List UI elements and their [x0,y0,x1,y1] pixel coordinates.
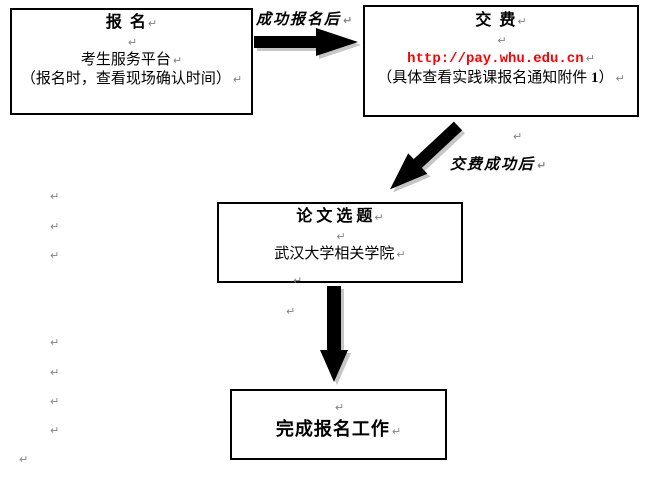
box-complete-title: 完成报名工作 [275,419,390,439]
pilcrow-mark: ↵ [343,14,355,27]
pilcrow-mark: ↵ [50,190,60,203]
arrow-down-icon [320,286,351,385]
box-payment-title: 交 费 [475,12,516,29]
pilcrow-mark: ↵ [172,54,183,67]
arrow-payment-label: 交费成功后↵ [450,153,548,174]
pilcrow-mark: ↵ [50,424,60,437]
box-payment-note-suffix: ） [598,70,614,86]
box-payment-title-line: 交 费↵ [365,10,637,32]
box-thesis-title-line: 论 文 选 题↵ [219,206,461,228]
box-registration-note: （报名时，查看现场确认时间） [20,71,231,87]
pilcrow-mark: ↵ [286,305,296,318]
empty-line: ↵ [232,399,445,416]
pilcrow-mark: ↵ [585,52,595,65]
arrow-down-left-icon [389,121,466,193]
empty-line: ↵ [219,228,461,245]
box-registration-platform-line: 考生服务平台↵ [12,51,251,70]
payment-url-link[interactable]: http://pay.whu.edu.cn [407,51,584,67]
pilcrow-mark: ↵ [334,401,345,414]
pilcrow-mark: ↵ [615,72,625,85]
box-thesis-topic: 论 文 选 题↵ ↵ 武汉大学相关学院↵ [217,202,463,283]
box-complete: ↵ 完成报名工作↵ [230,389,447,460]
box-registration: 报 名↵ ↵ 考生服务平台↵ （报名时，查看现场确认时间）↵ [10,8,253,115]
arrow-payment-label-text: 交费成功后 [450,157,536,173]
pilcrow-mark: ↵ [147,17,158,30]
box-payment: 交 费↵ ↵ http://pay.whu.edu.cn↵ （具体查看实践课报名… [363,5,639,117]
box-registration-platform: 考生服务平台 [80,52,171,68]
arrow-register-label-text: 成功报名后 [256,12,342,28]
pilcrow-mark: ↵ [513,130,523,143]
pilcrow-mark: ↵ [127,36,138,49]
pilcrow-mark: ↵ [374,211,384,224]
arrow-right-icon [254,28,361,59]
pilcrow-mark: ↵ [50,249,60,262]
box-thesis-title: 论 文 选 题 [296,208,373,225]
pilcrow-mark: ↵ [336,230,346,243]
box-registration-note-line: （报名时，查看现场确认时间）↵ [12,70,251,89]
empty-line: ↵ [365,32,637,49]
pilcrow-mark: ↵ [50,366,60,379]
arrow-register-label: 成功报名后↵ [256,8,354,29]
box-payment-note-number: 1 [587,70,599,86]
pilcrow-mark: ↵ [50,395,60,408]
pilcrow-mark: ↵ [19,453,29,466]
box-payment-note-line: （具体查看实践课报名通知附件 1）↵ [365,69,637,88]
box-complete-title-line: 完成报名工作↵ [232,416,445,445]
pilcrow-mark: ↵ [497,34,507,47]
pilcrow-mark: ↵ [396,248,406,261]
box-payment-url-line: http://pay.whu.edu.cn↵ [365,49,637,69]
box-thesis-detail-line: 武汉大学相关学院↵ [219,245,461,264]
empty-line: ↵ [12,34,251,51]
box-thesis-detail: 武汉大学相关学院 [274,246,395,262]
pilcrow-mark: ↵ [537,159,549,172]
box-payment-note-prefix: （具体查看实践课报名通知附件 [377,70,588,86]
box-registration-title: 报 名 [105,14,146,31]
pilcrow-mark: ↵ [293,274,303,287]
pilcrow-mark: ↵ [50,336,60,349]
pilcrow-mark: ↵ [517,15,527,28]
pilcrow-mark: ↵ [50,220,60,233]
pilcrow-mark: ↵ [391,425,402,438]
box-registration-title-line: 报 名↵ [12,12,251,34]
pilcrow-mark: ↵ [232,73,243,86]
